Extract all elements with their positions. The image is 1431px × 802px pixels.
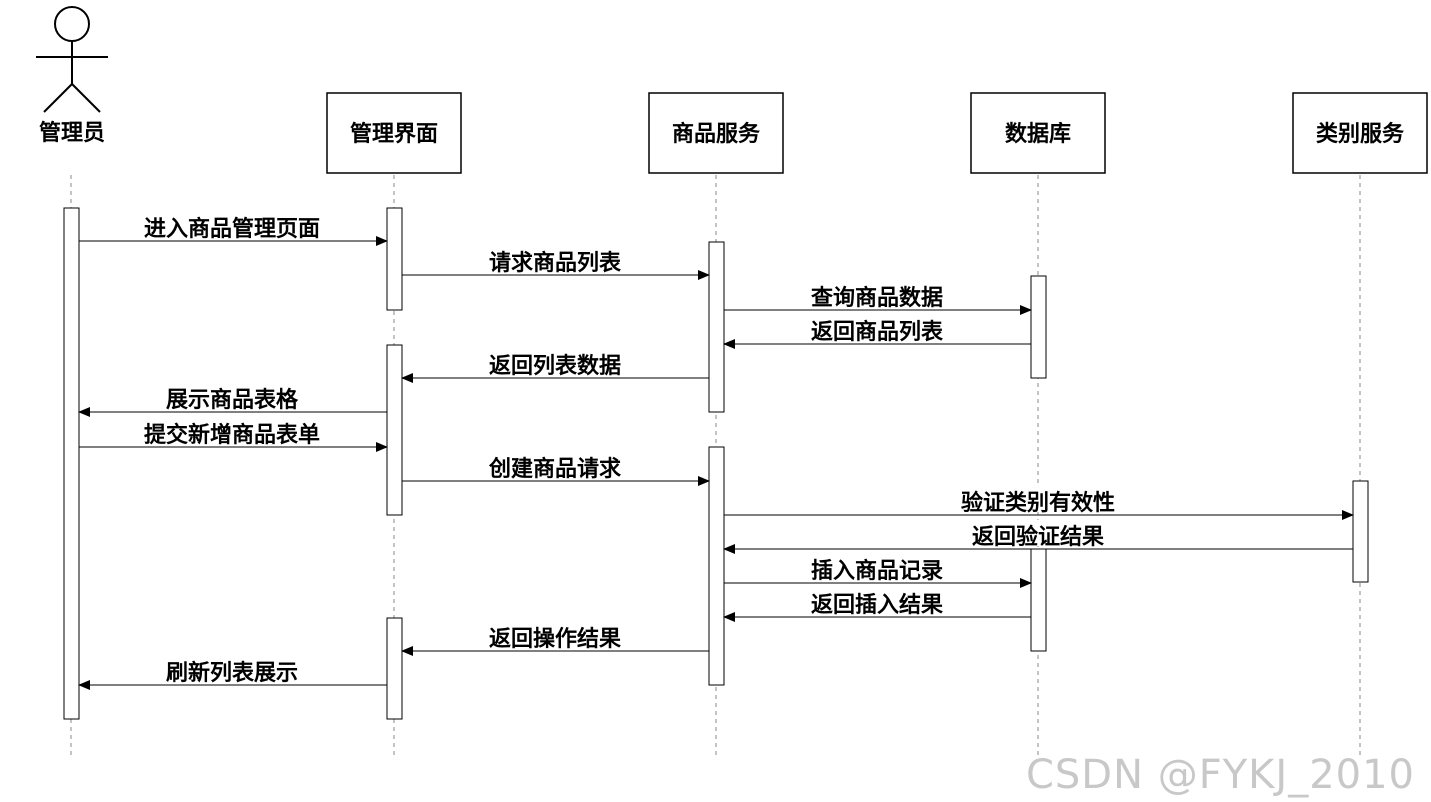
message-5-label: 返回列表数据 [489, 353, 621, 379]
message-12-label: 返回插入结果 [811, 592, 943, 618]
message-4: 返回商品列表 [723, 315, 1031, 349]
message-8: 创建商品请求 [402, 452, 710, 486]
message-4-label: 返回商品列表 [811, 319, 944, 345]
message-10: 返回验证结果 [723, 520, 1353, 554]
message-12: 返回插入结果 [723, 588, 1031, 622]
participant-category: 类别服务 [1292, 92, 1428, 174]
participant-db-label: 数据库 [1005, 121, 1071, 147]
message-2: 请求商品列表 [402, 246, 710, 280]
message-7-label: 提交新增商品表单 [144, 422, 320, 448]
activation-ui-3 [386, 617, 403, 720]
participant-db: 数据库 [970, 92, 1106, 174]
message-1: 进入商品管理页面 [79, 212, 388, 246]
activation-admin [63, 207, 80, 720]
message-13-label: 返回操作结果 [489, 626, 621, 652]
participant-goods-label: 商品服务 [672, 121, 761, 147]
participant-goods: 商品服务 [648, 92, 784, 174]
message-11: 插入商品记录 [724, 554, 1032, 588]
activation-ui-2 [386, 344, 403, 516]
participant-admin-label: 管理员 [39, 120, 105, 146]
participant-ui: 管理界面 [326, 92, 462, 174]
message-2-label: 请求商品列表 [489, 250, 622, 276]
activation-goods-2 [708, 446, 725, 686]
watermark: CSDN @FYKJ_2010 [1025, 752, 1415, 798]
message-14: 刷新列表展示 [78, 656, 387, 690]
message-1-label: 进入商品管理页面 [144, 216, 320, 242]
message-9-label: 验证类别有效性 [961, 490, 1115, 516]
message-3: 查询商品数据 [724, 281, 1032, 315]
participant-category-label: 类别服务 [1316, 122, 1405, 147]
activation-goods-1 [708, 241, 725, 413]
activation-ui-1 [386, 207, 403, 311]
activation-category [1352, 480, 1369, 583]
actor-figure [36, 6, 108, 113]
message-9: 验证类别有效性 [724, 486, 1354, 520]
participant-ui-label: 管理界面 [350, 121, 438, 147]
message-11-label: 插入商品记录 [811, 558, 943, 584]
message-5: 返回列表数据 [401, 349, 709, 383]
activation-db-1 [1030, 275, 1047, 379]
message-13: 返回操作结果 [401, 622, 709, 656]
message-6: 展示商品表格 [78, 383, 387, 417]
message-3-label: 查询商品数据 [811, 285, 943, 311]
message-10-label: 返回验证结果 [972, 524, 1104, 550]
message-8-label: 创建商品请求 [488, 456, 621, 482]
message-7: 提交新增商品表单 [79, 418, 388, 452]
activation-db-2 [1030, 548, 1047, 652]
message-14-label: 刷新列表展示 [166, 660, 298, 686]
message-6-label: 展示商品表格 [166, 387, 299, 413]
